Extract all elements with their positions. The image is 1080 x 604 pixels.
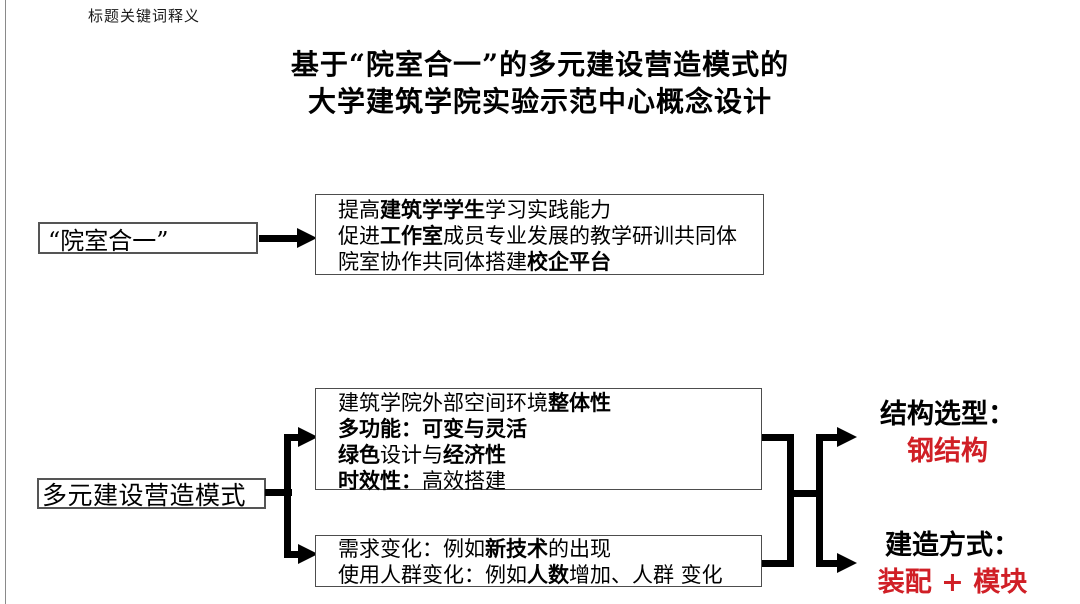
node-yuanshi-heyi-label: “院室合一” — [48, 226, 169, 255]
arrow-lower-shaft — [284, 551, 300, 558]
detail-box-yuanshi: 提高建筑学学生学习实践能力 促进工作室成员专业发展的教学研训共同体 院室协作共同… — [315, 194, 764, 275]
detail-line: 提高建筑学学生学习实践能力 — [338, 197, 611, 222]
result-structure: 结构选型： 钢结构 — [850, 396, 1045, 470]
detail-line: 院室协作共同体搭建校企平台 — [338, 249, 611, 274]
arrow-lower-head-icon — [298, 544, 318, 564]
detail-line: 时效性：高效搭建 — [338, 468, 506, 493]
node-duoyuan-moshi-label: 多元建设营造模式 — [42, 480, 247, 510]
arrow-construction-head-icon — [837, 553, 857, 573]
corner-note: 标题关键词释义 — [88, 7, 201, 25]
page-title: 基于“院室合一”的多元建设营造模式的 大学建筑学院实验示范中心概念设计 — [150, 46, 930, 120]
connector-kw2-vertical — [284, 434, 291, 558]
detail-line: 促进工作室成员专业发展的教学研训共同体 — [338, 223, 737, 248]
node-duoyuan-moshi: 多元建设营造模式 — [37, 478, 266, 510]
detail-line: 建筑学院外部空间环境整体性 — [338, 390, 611, 415]
arrow-upper-shaft — [284, 434, 300, 441]
connector-right-vertical — [816, 434, 823, 567]
detail-line: 多功能：可变与灵活 — [338, 416, 527, 441]
page-title-line2: 大学建筑学院实验示范中心概念设计 — [307, 85, 772, 118]
node-yuanshi-heyi: “院室合一” — [38, 222, 258, 255]
connector-lower-out — [762, 560, 794, 567]
arrow-structure-head-icon — [837, 427, 857, 447]
arrow-construction-shaft — [816, 560, 839, 567]
detail-line: 绿色设计与经济性 — [338, 442, 506, 467]
connector-upper-out — [762, 434, 794, 441]
arrow-upper-head-icon — [298, 427, 318, 447]
detail-box-duoyuan-upper: 建筑学院外部空间环境整体性 多功能：可变与灵活 绿色设计与经济性 时效性：高效搭… — [315, 388, 762, 493]
detail-line: 需求变化：例如新技术的出现 — [338, 536, 611, 561]
connector-kw2-stem — [265, 489, 292, 496]
arrow-structure-shaft — [816, 434, 839, 441]
result-structure-label: 结构选型： — [880, 399, 1015, 430]
arrow-kw1-shaft — [259, 235, 299, 242]
detail-box-duoyuan-lower: 需求变化：例如新技术的出现 使用人群变化：例如人数增加、人群 变化 — [315, 535, 762, 587]
connector-middle-bar — [787, 490, 823, 497]
connector-left-vertical — [787, 434, 794, 567]
result-construction-value: 装配 + 模块 — [877, 567, 1028, 598]
result-structure-value: 钢结构 — [907, 436, 988, 467]
result-construction: 建造方式： 装配 + 模块 — [850, 527, 1055, 601]
arrow-kw1-head-icon — [297, 228, 317, 248]
page-edge-rule — [5, 0, 6, 604]
detail-line: 使用人群变化：例如人数增加、人群 变化 — [338, 562, 723, 587]
page-title-line1: 基于“院室合一”的多元建设营造模式的 — [290, 48, 790, 81]
result-construction-label: 建造方式： — [885, 530, 1020, 561]
